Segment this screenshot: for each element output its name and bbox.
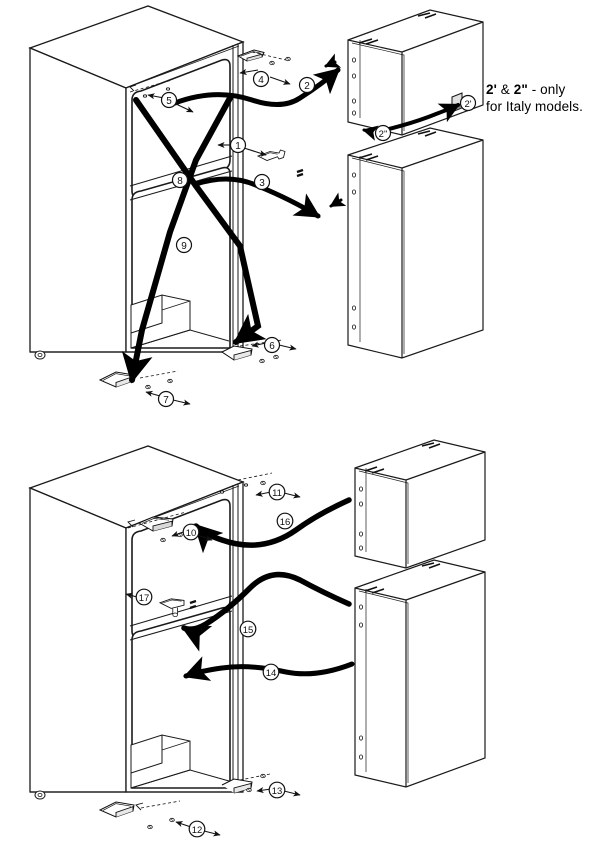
italy-note-line2: for Italy models. [486, 98, 583, 114]
callout-5: 5 [160, 91, 178, 109]
callout-11-label: 11 [272, 488, 282, 499]
arrow-11-left [255, 490, 272, 497]
callout-9-label: 9 [181, 241, 187, 252]
upper-left-mounting-holes [129, 79, 173, 98]
cabinet-left-face-2 [29, 487, 127, 793]
arrow-8-path [121, 95, 233, 384]
callout-17-label: 17 [139, 593, 150, 604]
callout-2-dquote: 2" [374, 124, 392, 142]
arrow-16-path [193, 497, 352, 554]
top-hinge-screws-2 [127, 511, 187, 543]
arrow-10-right [196, 534, 213, 541]
top-right-holes [219, 472, 273, 494]
callout-7: 7 [157, 390, 175, 408]
callout-16: 16 [276, 512, 294, 530]
callout-12-label: 12 [192, 825, 203, 836]
cabinet-top-inner-edge [125, 45, 240, 89]
interior-step-block-2 [130, 734, 230, 789]
bottom-right-foot [221, 345, 253, 361]
callout-14: 14 [262, 663, 280, 681]
callout-6-label: 6 [269, 341, 275, 352]
callout-14-label: 14 [266, 668, 277, 679]
callout-16-label: 16 [280, 517, 291, 528]
italy-note-bold-2dquote: 2" [513, 82, 528, 97]
arrow-7-right [172, 399, 191, 406]
arrow-6-right [278, 344, 297, 351]
callout-15: 15 [239, 620, 257, 638]
callout-2-label: 2 [304, 81, 310, 92]
cabinet-left-face [29, 47, 127, 353]
callout-7-label: 7 [163, 395, 169, 406]
lower-assembly-diagram: 10 11 12 13 14 15 16 17 [28, 439, 486, 838]
mid-hinge-screws-2 [189, 599, 197, 610]
cabinet-rear-roller [34, 350, 46, 360]
lower-door-panel [347, 127, 484, 359]
callout-1: 1 [229, 136, 247, 154]
callout-15-label: 15 [243, 625, 254, 636]
callout-2: 2 [298, 76, 316, 94]
callout-5-label: 5 [166, 96, 172, 107]
arrow-12-left [175, 821, 192, 828]
callout-1-label: 1 [235, 141, 241, 152]
callout-13: 13 [268, 781, 286, 799]
arrow-9-path [133, 97, 267, 345]
callout-2-prime: 2' [459, 94, 477, 112]
bottom-left-foot-fasteners-2 [135, 800, 181, 830]
top-hinge-bracket-2 [137, 516, 174, 532]
callout-2-prime-label: 2' [464, 99, 471, 110]
callout-4: 4 [252, 70, 270, 88]
arrow-14-path [183, 656, 355, 681]
callout-8: 8 [171, 171, 189, 189]
arrow-5-right [175, 103, 194, 113]
arrow-12-right [203, 830, 221, 837]
callout-10: 10 [182, 523, 200, 541]
italy-note-amp: & [496, 82, 514, 97]
arrow-2-path [172, 67, 341, 107]
lower-door-panel-2 [354, 559, 486, 788]
mid-hinge-part-2 [158, 598, 185, 617]
arrow-17-left [125, 592, 138, 599]
italy-note-bold-2prime: 2' [486, 82, 497, 97]
callout-9: 9 [175, 236, 193, 254]
bottom-right-foot-2 [221, 778, 253, 794]
italy-models-note: 2' & 2" - only for Italy models. [486, 82, 610, 115]
arrow-13-right [283, 790, 301, 797]
callout-11: 11 [268, 483, 286, 501]
mid-hinge-screws [296, 168, 304, 178]
arrow-2dq-path [379, 103, 461, 133]
arrow-7-left [145, 390, 161, 397]
upper-assembly-diagram: 1 2 3 4 5 6 7 8 [28, 5, 484, 408]
arrow-2dq-tip [362, 125, 379, 141]
callout-2-dquote-label: 2" [379, 129, 388, 140]
italy-note-rest: - only [527, 82, 566, 97]
callout-12: 12 [188, 820, 206, 838]
cabinet-rear-roller-2 [34, 790, 46, 800]
arrow-11-right [283, 492, 301, 499]
cabinet-right-posts-2 [232, 482, 244, 792]
arrow-panel-left [324, 53, 342, 68]
arrow-lowerpanel-left [329, 192, 347, 208]
callout-17: 17 [135, 588, 153, 606]
callout-4-label: 4 [258, 75, 264, 86]
callout-3: 3 [253, 173, 271, 191]
refrigerator-cabinet-lower [28, 445, 245, 800]
callout-3-label: 3 [259, 178, 265, 189]
callout-10-label: 10 [186, 528, 197, 539]
arrow-6-left [251, 341, 267, 348]
callout-13-label: 13 [272, 786, 283, 797]
upper-door-panel-2 [354, 439, 486, 569]
top-hinge-screws [251, 51, 291, 66]
arrow-4-right [269, 76, 291, 85]
arrow-1-right [243, 147, 267, 156]
arrow-15-path [181, 571, 352, 652]
callout-8-label: 8 [177, 176, 183, 187]
callout-6: 6 [263, 336, 281, 354]
arrow-4-left [239, 68, 259, 75]
